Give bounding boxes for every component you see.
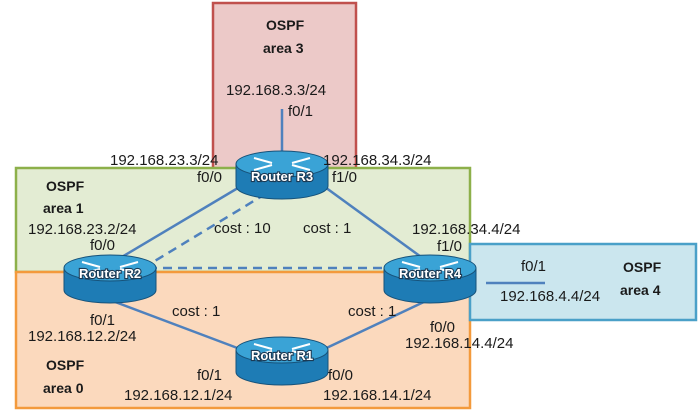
area-4-title: OSPF (623, 259, 662, 275)
cost-r2-r3: cost : 10 (214, 220, 271, 237)
r4-f01-label: f0/1 (521, 258, 546, 275)
router-top-icon (235, 336, 329, 364)
r1-f00-ip: 192.168.14.1/24 (323, 387, 431, 404)
r4-f10-label: f1/0 (437, 238, 462, 255)
router-arrows-icon (253, 343, 311, 357)
link-r3-r4 (317, 180, 429, 264)
cost-r4-r1: cost : 1 (348, 303, 396, 320)
r3-loopback-ip: 192.168.3.3/24 (226, 82, 326, 99)
area-3-subtitle: area 3 (263, 40, 304, 56)
router-r4[interactable]: Router R4 (383, 254, 477, 304)
router-r3[interactable]: Router R3 (235, 150, 329, 200)
r2-f01-label: f0/1 (90, 312, 115, 329)
cost-r2-r1: cost : 1 (172, 303, 220, 320)
r1-f01-label: f0/1 (197, 367, 222, 384)
link-r2-r3 (109, 180, 249, 266)
area-0-subtitle: area 0 (43, 380, 84, 396)
router-top-icon (235, 150, 329, 178)
router-arrows-icon (401, 261, 459, 275)
r4-f10-ip: 192.168.34.4/24 (412, 221, 520, 238)
r3-f01-label: f0/1 (288, 103, 313, 120)
r3-f00-label: f0/0 (197, 169, 222, 186)
router-r2-label: Router R2 (79, 266, 141, 281)
r4-f00-ip: 192.168.14.4/24 (405, 335, 513, 352)
area-0-title: OSPF (46, 357, 85, 373)
router-r2[interactable]: Router R2 (63, 254, 157, 304)
router-arrows-icon (253, 157, 311, 171)
r4-f01-ip: 192.168.4.4/24 (500, 288, 600, 305)
r2-f00-ip: 192.168.23.2/24 (28, 221, 136, 238)
router-r3-label: Router R3 (251, 169, 313, 184)
area-4-subtitle: area 4 (620, 282, 661, 298)
area-1-subtitle: area 1 (43, 200, 84, 216)
r3-f00-ip: 192.168.23.3/24 (110, 152, 218, 169)
router-r1[interactable]: Router R1 (235, 336, 329, 386)
area-1-title: OSPF (46, 178, 85, 194)
link-r4-r1 (317, 298, 429, 354)
r2-f01-ip: 192.168.12.2/24 (28, 328, 136, 345)
router-arrows-icon (81, 261, 139, 275)
cost-r3-r4: cost : 1 (303, 220, 351, 237)
link-r2-r1 (109, 298, 249, 354)
r3-f10-label: f1/0 (332, 169, 357, 186)
router-top-icon (383, 254, 477, 282)
area-3-title: OSPF (266, 17, 305, 33)
router-r1-label: Router R1 (251, 348, 313, 363)
r1-f00-label: f0/0 (328, 367, 353, 384)
router-r4-label: Router R4 (399, 266, 462, 281)
r2-f00-label: f0/0 (90, 237, 115, 254)
r3-f10-ip: 192.168.34.3/24 (323, 152, 431, 169)
link-r2-r3-path-dashed (129, 194, 263, 278)
r1-f01-ip: 192.168.12.1/24 (124, 387, 232, 404)
r4-f00-label: f0/0 (430, 319, 455, 336)
router-top-icon (63, 254, 157, 282)
